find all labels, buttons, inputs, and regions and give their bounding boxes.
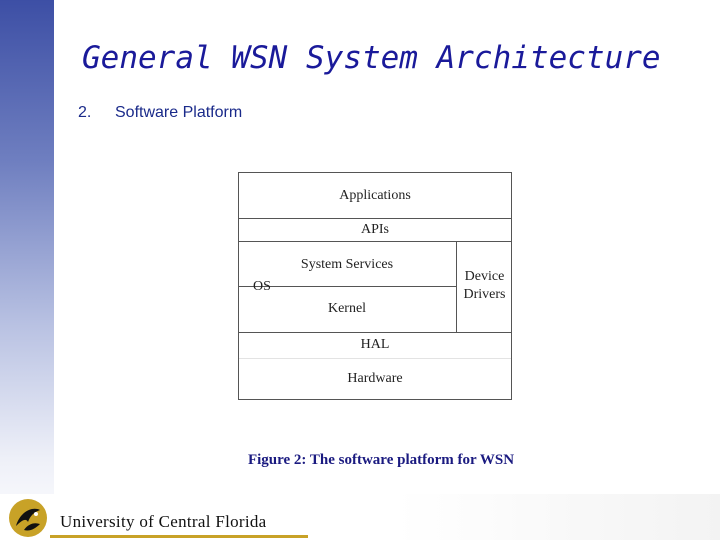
ucf-pegasus-logo-icon [9, 499, 47, 537]
divider-os-drivers [456, 241, 457, 332]
layer-apis: APIs [360, 222, 389, 237]
divider-apps-apis [239, 218, 511, 219]
sidebar-gradient [0, 0, 54, 540]
university-name: University of Central Florida [60, 512, 267, 531]
layer-hal: HAL [360, 337, 390, 352]
figure-caption: Figure 2: The software platform for WSN [247, 452, 515, 468]
divider-hal-hardware [239, 358, 511, 359]
footer-bar [0, 494, 720, 540]
layer-applications: Applications [339, 187, 411, 203]
divider-services-kernel [239, 286, 456, 287]
layer-hardware: Hardware [347, 371, 403, 386]
layer-system-services: System Services [300, 256, 394, 272]
divider-os-hal [239, 332, 511, 333]
divider-apis-os [239, 241, 511, 242]
drivers-label: Drivers [463, 287, 506, 302]
bullet-number: 2. [78, 104, 92, 121]
software-platform-diagram: Applications APIs System Services OS Ker… [238, 172, 512, 400]
layer-kernel: Kernel [327, 301, 367, 316]
device-label: Device [464, 269, 505, 284]
layer-os: OS [253, 279, 271, 294]
slide-title: General WSN System Architecture [82, 40, 661, 76]
footer-gold-rule [50, 535, 308, 538]
bullet-text: Software Platform [115, 104, 243, 121]
